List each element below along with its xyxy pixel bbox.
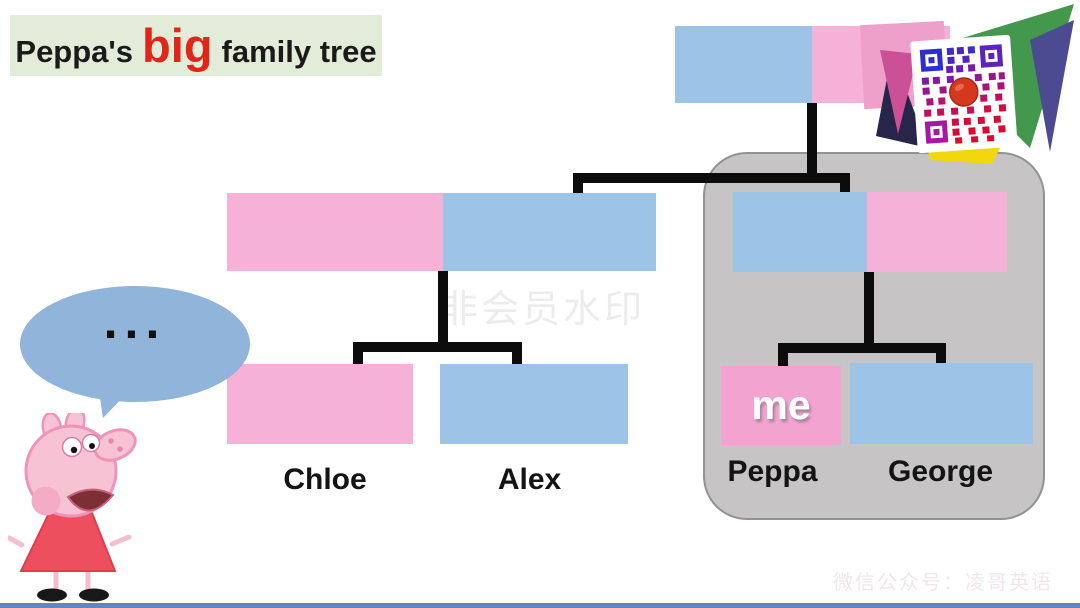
chloe-label: Chloe [283, 463, 367, 496]
title-banner: Peppa's big family tree [10, 15, 382, 76]
peppa-mouth [66, 488, 115, 512]
title-highlight: big [142, 19, 213, 72]
peppa-cheek [31, 486, 61, 516]
indigo-triangle-decoration [1030, 20, 1074, 152]
uncle-box [443, 193, 656, 271]
aunt-box [227, 193, 443, 271]
me-label: me [751, 382, 811, 428]
speech-bubble-tail [97, 372, 147, 418]
chloe-box [227, 364, 413, 444]
peppa-dress [19, 508, 117, 572]
peppa-snout [93, 428, 137, 462]
peppa-eye [61, 436, 83, 458]
grandfather-box [675, 26, 812, 103]
magenta-triangle-decoration [880, 50, 918, 134]
george-box [850, 363, 1033, 444]
peppa-label: Peppa [727, 455, 818, 488]
speech-bubble-text: ... [103, 293, 167, 349]
peppa-nostril [117, 446, 123, 452]
title-prefix: Peppa's [15, 34, 134, 69]
alex-label: Alex [497, 463, 562, 496]
bottom-right-watermark: 微信公众号：凌哥英语 [833, 572, 1053, 594]
alex-box [440, 364, 628, 444]
mummy-pig-box [867, 192, 1007, 272]
peppa-pig-illustration [8, 413, 137, 602]
bottom-edge-strip [0, 603, 1080, 608]
center-watermark: 非会员水印 [440, 289, 646, 331]
qr-center-logo-icon [949, 77, 979, 107]
peppa-nostril [108, 438, 114, 444]
peppa-shoe-icon [37, 588, 67, 602]
george-label: George [887, 455, 994, 488]
title-suffix: family tree [221, 34, 377, 69]
peppa-shoe-icon [79, 588, 109, 602]
peppa-eye [81, 433, 101, 453]
peppa-arm [8, 534, 132, 548]
daddy-pig-box [733, 192, 867, 272]
peppa-pupil [89, 443, 95, 449]
peppa-leg [53, 569, 91, 591]
peppa-me-box: me [721, 366, 841, 445]
peppa-pupil [70, 446, 78, 454]
qr-decoration [859, 4, 1074, 164]
qr-code [910, 34, 1018, 154]
